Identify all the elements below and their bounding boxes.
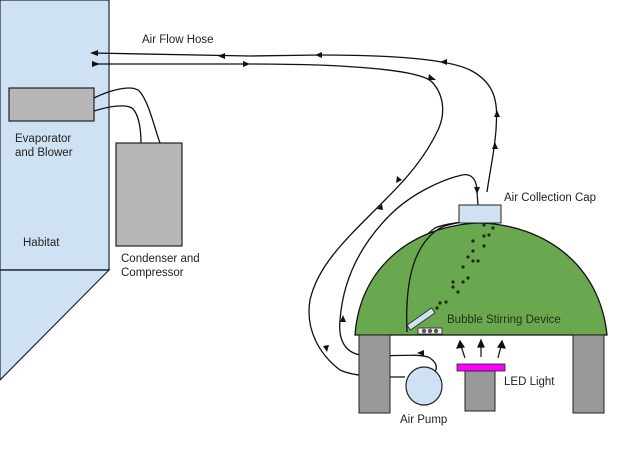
air-flow-hose-return xyxy=(91,52,498,193)
flow-arrow-icon xyxy=(428,74,436,80)
flow-arrow-icon xyxy=(417,350,424,356)
light-ray-arrows xyxy=(456,338,506,359)
air-collection-cap xyxy=(458,204,502,224)
air-flow-hose-cap-to-pump xyxy=(339,174,479,376)
air-collection-cap-label: Air Collection Cap xyxy=(504,192,596,204)
flow-arrow-icon xyxy=(92,61,100,67)
flow-arrow-icon xyxy=(494,110,500,117)
flow-arrow-icon xyxy=(315,52,322,58)
evaporator-label-line1: Evaporator xyxy=(15,133,71,145)
support-leg-right xyxy=(572,334,605,414)
air-pump xyxy=(405,366,443,406)
flow-arrow-icon xyxy=(377,204,383,210)
condenser-compressor-unit xyxy=(115,142,183,247)
flow-arrow-icon xyxy=(396,176,402,183)
bubbles xyxy=(435,223,495,310)
flow-arrow-icon xyxy=(90,50,98,56)
air-flow-hose-label: Air Flow Hose xyxy=(142,34,214,46)
habitat-label: Habitat xyxy=(23,237,60,249)
air-pump-label: Air Pump xyxy=(400,414,447,426)
habitat-base xyxy=(0,269,111,381)
flow-arrow-icon xyxy=(474,187,480,194)
condenser-label-line1: Condenser and xyxy=(121,253,200,265)
flow-arrow-icon xyxy=(492,142,498,149)
bubble-stirring-device-label: Bubble Stirring Device xyxy=(447,314,561,326)
led-light xyxy=(456,363,506,372)
flow-arrow-icon xyxy=(440,59,447,65)
led-light-label: LED Light xyxy=(504,376,555,388)
air-flow-hose-supply xyxy=(92,63,444,378)
evaporator-blower-unit xyxy=(8,87,95,122)
flow-arrow-icon xyxy=(243,61,250,67)
evaporator-label-line2: and Blower xyxy=(15,147,73,159)
refrigerant-line-upper xyxy=(93,87,161,144)
flow-arrow-icon xyxy=(323,345,329,352)
flow-arrow-icon xyxy=(218,53,225,59)
led-stand xyxy=(464,370,496,412)
support-leg-left xyxy=(358,334,391,414)
condenser-label-line2: Compressor xyxy=(121,267,184,279)
flow-arrow-icon xyxy=(340,315,346,322)
refrigerant-line-lower xyxy=(93,105,142,144)
bubble-stirring-device xyxy=(406,307,443,335)
